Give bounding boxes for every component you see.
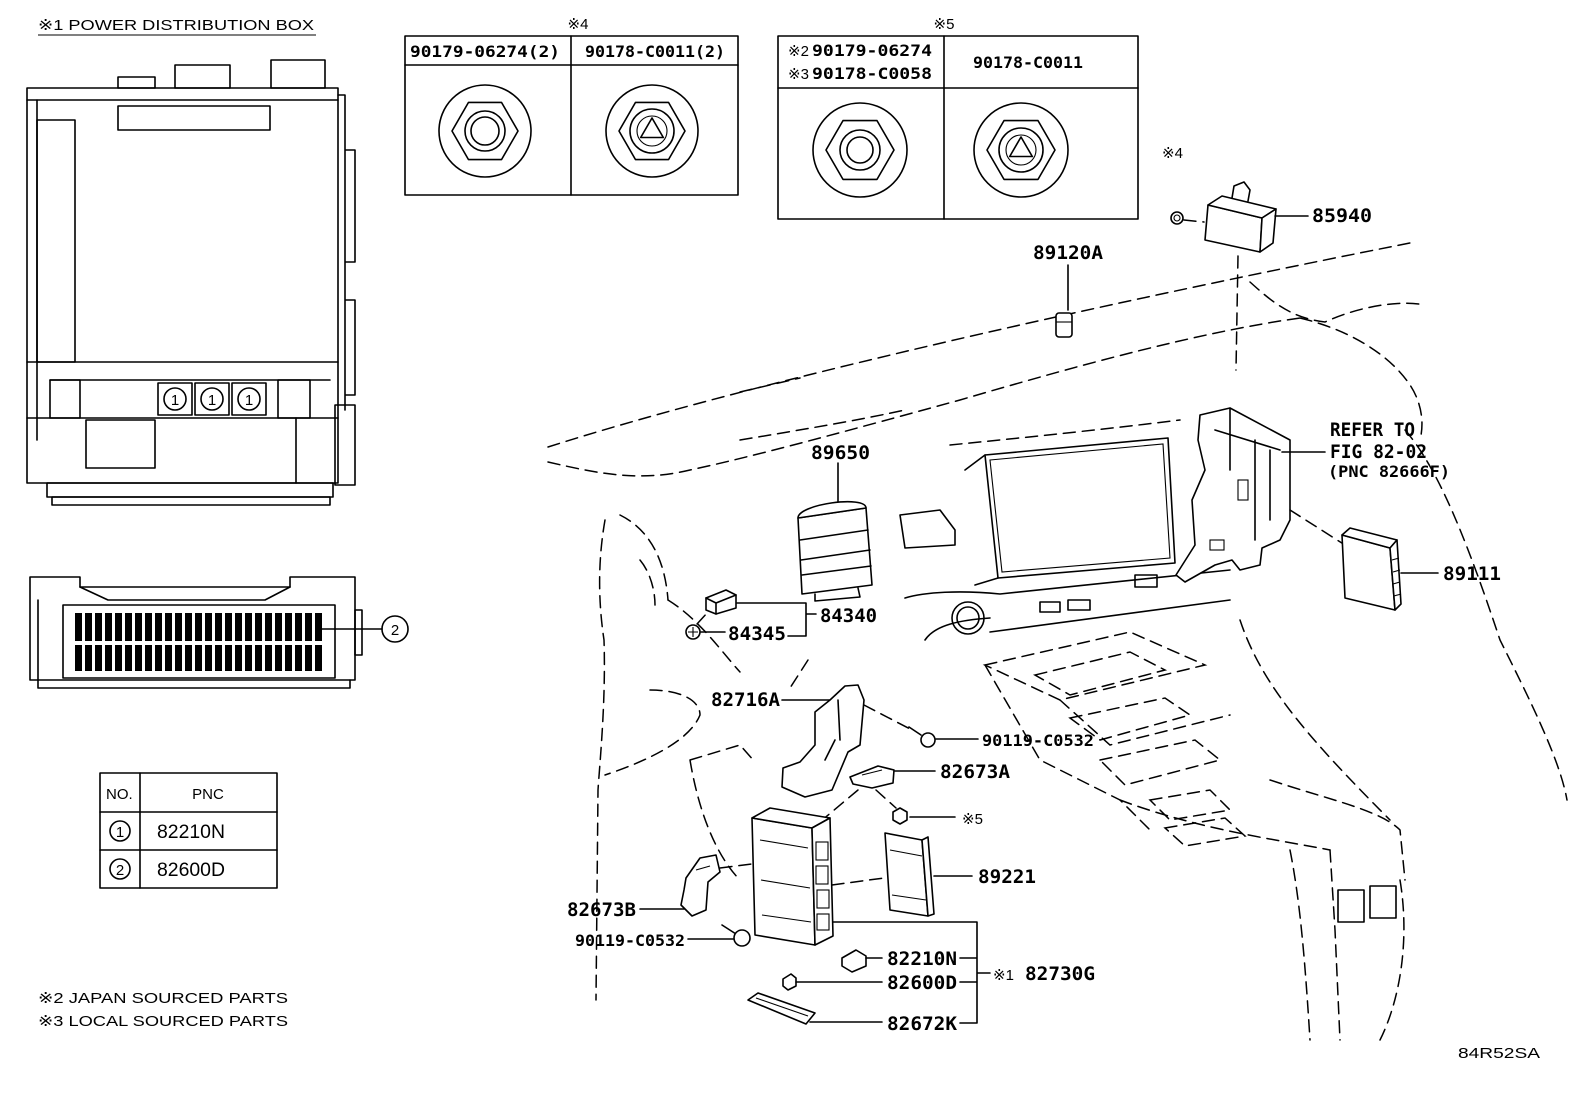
figure-id: 84R52SA [1458,1045,1540,1062]
label-84340: 84340 [820,605,877,627]
power-box-title: ※1 POWER DISTRIBUTION BOX [38,17,314,34]
note-4-label: ※4 [1162,145,1183,162]
table5-title: ※5 [934,16,955,33]
bolt-lower-icon [687,924,751,947]
label-82716A: 82716A [711,689,781,711]
svg-text:1: 1 [208,392,216,409]
note-local-sourced: ※3 LOCAL SOURCED PARTS [38,1013,288,1030]
part-89221-module [831,832,973,917]
table4-right-part: 90178-C0011(2) [585,42,725,61]
clip-icon [685,611,726,640]
table5-right-part: 90178-C0011 [973,53,1083,72]
part-89111-module [1341,527,1439,611]
label-89120A: 89120A [1033,242,1104,264]
connector-marker-2: 2 [381,615,409,643]
pnc-table-row: 1 82210N [109,820,225,843]
label-82600D: 82600D [887,972,957,994]
label-82673A: 82673A [940,761,1011,783]
svg-text:1: 1 [171,392,179,409]
part-89120A-sensor [1055,264,1073,338]
label-82730G: 82730G [1025,963,1095,985]
fuse-marker-1a: 1 [163,387,187,411]
part-reference-bracket [1175,407,1346,583]
pnc-table: NO. PNC 1 82210N 2 82600D [99,772,278,889]
part-82210N-fuse [841,949,883,973]
table4-title: ※4 [568,16,589,33]
instrument-panel-outline [547,242,1568,1041]
refer-line-3: (PNC 82666F) [1328,462,1450,481]
nut-icon [892,807,956,825]
label-89111: 89111 [1443,563,1501,585]
flange-nut-icon [812,102,908,198]
fuse-marker-1c: 1 [237,387,261,411]
lock-nut-icon [973,102,1069,198]
svg-text:2: 2 [391,622,399,639]
note-japan-sourced: ※2 JAPAN SOURCED PARTS [38,990,288,1007]
part-82673B-bracket [639,854,753,917]
part-89650-sensor [797,462,873,602]
table5-left-prefix-2: ※3 [788,66,809,83]
fuse-slot-row-lower [75,645,322,671]
label-89221: 89221 [978,866,1036,888]
label-84345: 84345 [728,623,786,645]
table5-left-prefix-1: ※2 [788,43,809,60]
label-85940: 85940 [1312,205,1372,227]
table5-left-part-2: 90178-C0058 [812,64,932,83]
table4-left-part: 90179-06274(2) [410,42,560,61]
assembly-prefix: ※1 [993,967,1014,984]
pnc-table-header-no: NO. [106,786,133,803]
pnc-table-row: 2 82600D [109,858,225,881]
note-5-label: ※5 [962,811,983,828]
nut-icon [1170,211,1184,225]
table4: 90179-06274(2) 90178-C0011(2) [404,35,739,196]
part-82716A-bracket [781,659,913,798]
table5: ※2 90179-06274 ※3 90178-C0058 90178-C001… [777,35,1139,220]
power-box-connector-view [29,576,383,689]
part-85940-module [1183,181,1309,371]
table5-left-part-1: 90179-06274 [812,41,932,60]
flange-nut-icon [438,84,532,178]
part-82600D-relay [782,973,883,991]
svg-text:82600D: 82600D [157,860,225,881]
label-bolt-upper: 90119-C0532 [982,731,1094,750]
part-82730G-junction-block [751,807,991,1024]
power-box-top-view [26,59,356,506]
svg-text:1: 1 [245,392,253,409]
svg-text:82210N: 82210N [157,822,225,843]
label-82672K: 82672K [887,1013,958,1035]
label-82210N: 82210N [887,948,957,970]
part-82672K-cover [747,992,883,1025]
label-82673B: 82673B [567,899,636,921]
label-bolt-lower: 90119-C0532 [575,931,685,950]
svg-text:2: 2 [116,862,124,879]
part-84340-connector [705,589,817,637]
label-89650: 89650 [811,442,870,464]
lock-nut-icon [605,84,699,178]
center-display-icon [899,437,1231,641]
bolt-upper-icon [908,726,979,748]
svg-text:1: 1 [116,824,124,841]
refer-line-1: REFER TO [1330,419,1415,441]
pnc-table-header-pnc: PNC [192,786,224,803]
fuse-slot-row-upper [75,613,322,641]
refer-line-2: FIG 82-02 [1330,441,1427,463]
fuse-marker-1b: 1 [200,387,224,411]
